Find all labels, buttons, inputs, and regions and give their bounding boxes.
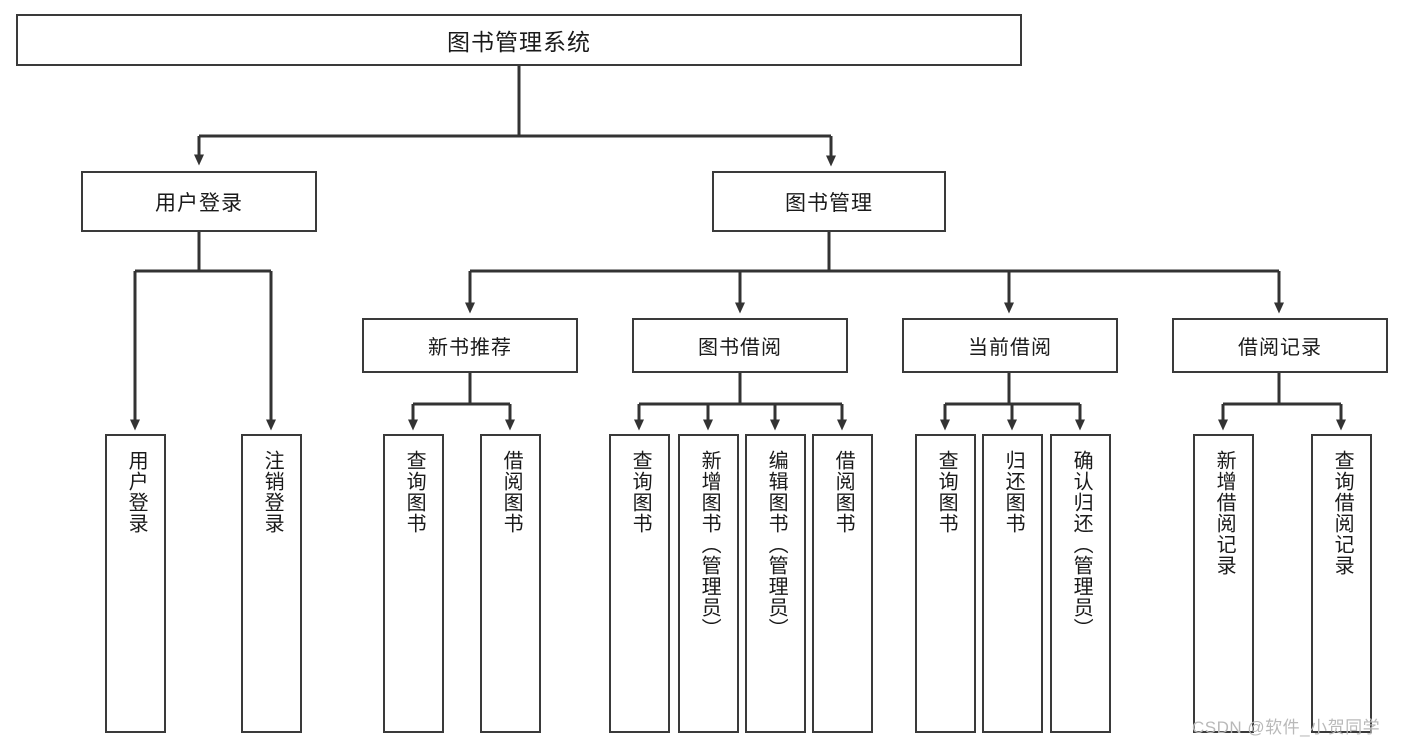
node-label: 归还图书 xyxy=(1002,450,1025,534)
watermark: CSDN @软件_小贺同学 xyxy=(1192,718,1381,737)
node-label: 新书推荐 xyxy=(428,337,512,359)
node-label: 借阅图书 xyxy=(500,450,523,534)
node-label: 查询图书 xyxy=(935,450,958,534)
node-root-library-system[interactable]: 图书管理系统 xyxy=(16,14,1022,66)
node-book-management[interactable]: 图书管理 xyxy=(712,171,946,232)
node-leaf-query-book-newbook[interactable]: 查询图书 xyxy=(383,434,444,733)
node-user-login[interactable]: 用户登录 xyxy=(81,171,317,232)
node-new-book-recommend[interactable]: 新书推荐 xyxy=(362,318,578,373)
node-label: 查询借阅记录 xyxy=(1331,450,1354,576)
node-label: 图书管理系统 xyxy=(447,29,591,55)
node-book-borrowing[interactable]: 图书借阅 xyxy=(632,318,848,373)
node-label: 查询图书 xyxy=(403,450,426,534)
node-leaf-borrow-book-borrow[interactable]: 借阅图书 xyxy=(812,434,873,733)
node-leaf-user-login[interactable]: 用户登录 xyxy=(105,434,166,733)
node-label: 注销登录 xyxy=(261,450,284,534)
node-label: 图书借阅 xyxy=(698,337,782,359)
node-label: 查询图书 xyxy=(629,450,652,534)
node-leaf-query-borrow-record[interactable]: 查询借阅记录 xyxy=(1311,434,1372,733)
node-label: 当前借阅 xyxy=(968,337,1052,359)
node-leaf-add-borrow-record[interactable]: 新增借阅记录 xyxy=(1193,434,1254,733)
node-borrow-records[interactable]: 借阅记录 xyxy=(1172,318,1388,373)
node-label: 确认归还（管理员） xyxy=(1070,450,1093,639)
node-label: 新增借阅记录 xyxy=(1213,450,1236,576)
node-leaf-query-book-borrow[interactable]: 查询图书 xyxy=(609,434,670,733)
node-label: 借阅记录 xyxy=(1238,337,1322,359)
node-leaf-query-book-current[interactable]: 查询图书 xyxy=(915,434,976,733)
node-label: 借阅图书 xyxy=(832,450,855,534)
node-label: 新增图书（管理员） xyxy=(698,450,721,639)
node-label: 用户登录 xyxy=(125,450,148,534)
node-current-borrowing[interactable]: 当前借阅 xyxy=(902,318,1118,373)
node-label: 图书管理 xyxy=(785,191,873,215)
node-leaf-borrow-book-newbook[interactable]: 借阅图书 xyxy=(480,434,541,733)
node-leaf-add-book-admin[interactable]: 新增图书（管理员） xyxy=(678,434,739,733)
node-label: 编辑图书（管理员） xyxy=(765,450,788,639)
node-leaf-confirm-return-admin[interactable]: 确认归还（管理员） xyxy=(1050,434,1111,733)
node-label: 用户登录 xyxy=(155,191,243,215)
node-leaf-edit-book-admin[interactable]: 编辑图书（管理员） xyxy=(745,434,806,733)
node-leaf-return-book[interactable]: 归还图书 xyxy=(982,434,1043,733)
node-leaf-logout[interactable]: 注销登录 xyxy=(241,434,302,733)
